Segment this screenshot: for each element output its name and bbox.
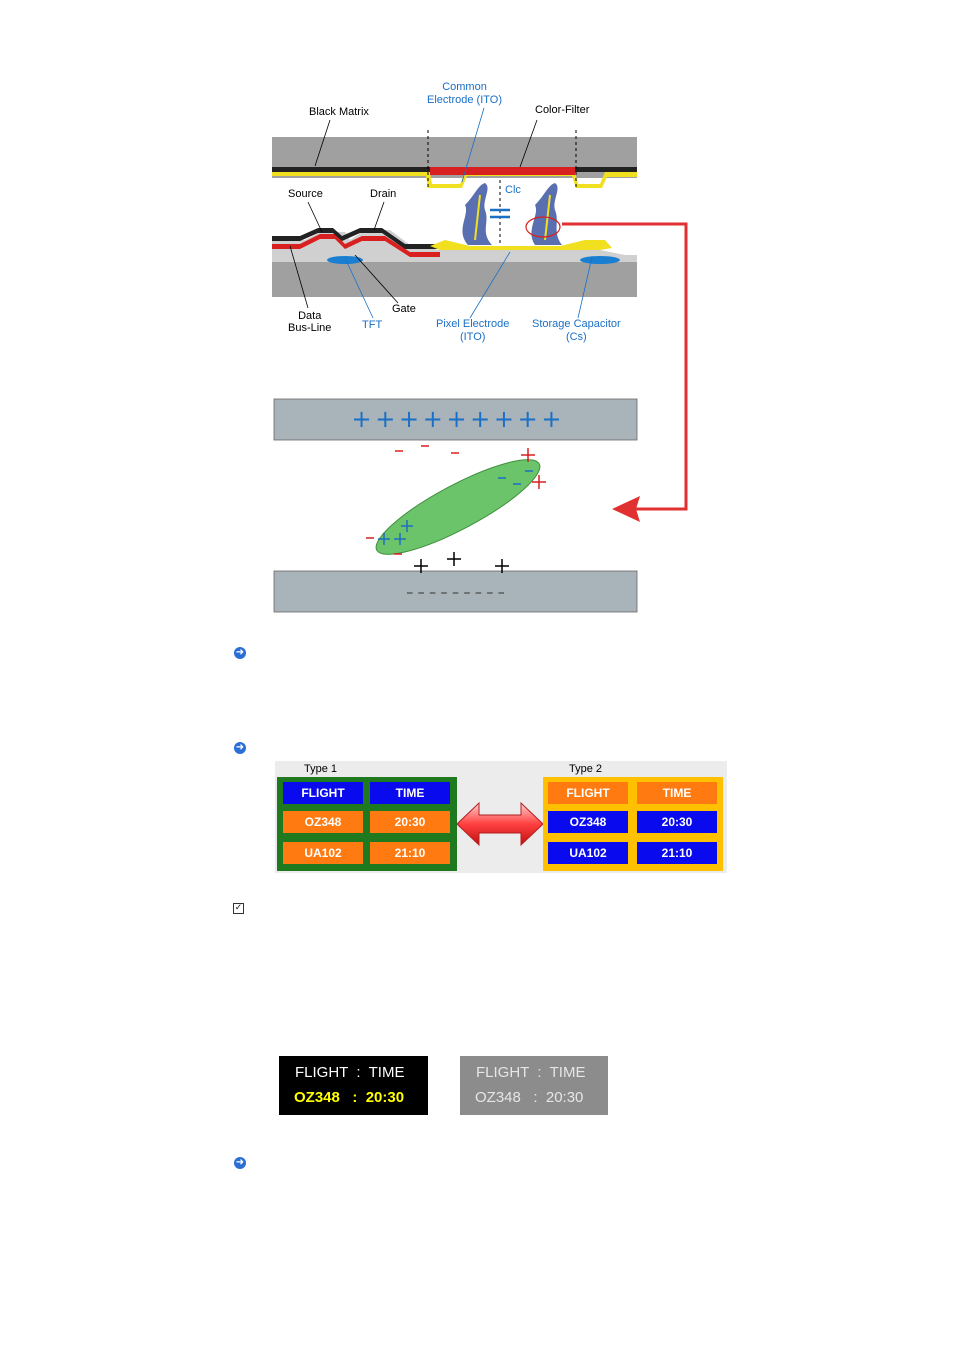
arrow-circle-icon: ➜ [234, 1157, 246, 1169]
type2-board: FLIGHT TIME OZ348 20:30 UA102 21:10 [543, 777, 723, 871]
top-plate-charges: + + + + + + + + + [351, 405, 561, 433]
arrow-circle-icon: ➜ [234, 647, 246, 659]
type1-board: FLIGHT TIME OZ348 20:30 UA102 21:10 [277, 777, 457, 871]
type1-cell-time: TIME [370, 782, 450, 804]
dark-display-header: FLIGHT : TIME [295, 1064, 405, 1081]
lcd-structure-diagram [272, 107, 688, 613]
label-tft: TFT [362, 319, 383, 331]
type2-cell-time-1: 20:30 [637, 811, 717, 833]
type1-cell-flight: FLIGHT [283, 782, 363, 804]
dark-display-row: OZ348 : 20:30 [294, 1089, 405, 1106]
label-black-matrix: Black Matrix [309, 106, 369, 118]
label-pixel-electrode: Pixel Electrode (ITO) [436, 318, 510, 343]
label-drain: Drain [370, 188, 397, 200]
type2-cell-time-2: 21:10 [637, 842, 717, 864]
type2-cell-flight-2: UA102 [548, 842, 628, 864]
display-type-comparison: Type 1 Type 2 FLIGHT TIME OZ348 20:30 UA… [275, 761, 727, 873]
label-clc: Clc [505, 184, 521, 196]
checkbox-icon: ✓ [233, 903, 244, 914]
label-data-bus-line: Data Bus-Line [288, 310, 332, 334]
dark-display-example: FLIGHT : TIME OZ348 : 20:30 [279, 1056, 428, 1115]
gray-display-header: FLIGHT : TIME [476, 1064, 586, 1081]
double-arrow-icon [457, 801, 543, 847]
label-gate: Gate [392, 303, 416, 315]
type2-title: Type 2 [569, 763, 603, 775]
type1-title: Type 1 [304, 763, 338, 775]
type1-cell-flight-1: OZ348 [283, 811, 363, 833]
label-storage-capacitor: Storage Capacitor (Cs) [532, 318, 621, 343]
label-source: Source [288, 188, 323, 200]
arrow-circle-icon: ➜ [234, 742, 246, 754]
type1-cell-time-1: 20:30 [370, 811, 450, 833]
type1-cell-flight-2: UA102 [283, 842, 363, 864]
type2-cell-flight-1: OZ348 [548, 811, 628, 833]
type2-cell-time: TIME [637, 782, 717, 804]
label-common-electrode: Common Electrode (ITO) [427, 81, 502, 106]
type1-cell-time-2: 21:10 [370, 842, 450, 864]
gray-display-row: OZ348 : 20:30 [475, 1089, 584, 1106]
type2-cell-flight: FLIGHT [548, 782, 628, 804]
bottom-plate-charges: – – – – – – – – – [406, 585, 505, 601]
gray-display-example: FLIGHT : TIME OZ348 : 20:30 [460, 1056, 608, 1115]
label-color-filter: Color-Filter [535, 104, 590, 116]
